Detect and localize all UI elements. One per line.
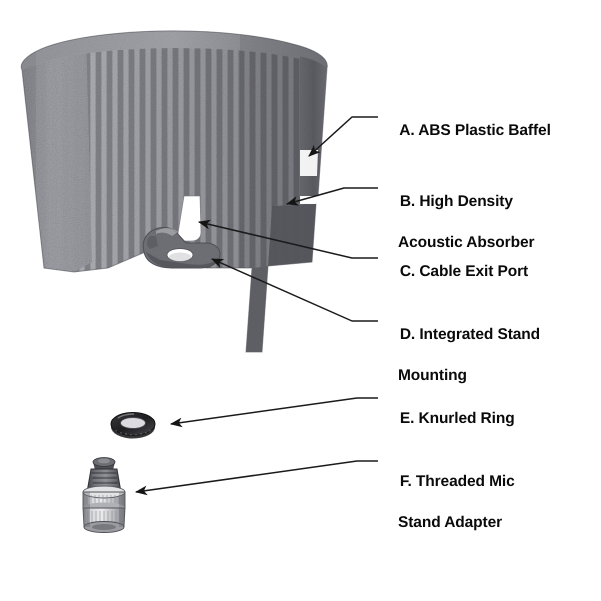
callout-label-d: D. Integrated Stand Mounting <box>383 305 540 428</box>
callout-a-line1: A. ABS Plastic Baffel <box>399 122 551 140</box>
callout-b-line1: B. High Density <box>399 193 513 211</box>
callout-d-line1: D. Integrated Stand <box>399 326 541 344</box>
leader-lines <box>134 116 378 496</box>
callout-label-f: F. Threaded Mic Stand Adapter <box>383 452 515 575</box>
callout-b-line2: Acoustic Absorber <box>398 234 535 252</box>
callout-label-a: A. ABS Plastic Baffel <box>383 101 551 162</box>
callout-label-e: E. Knurled Ring <box>383 389 515 450</box>
callout-c-line1: C. Cable Exit Port <box>399 263 529 281</box>
leader-line-b <box>285 187 378 206</box>
leader-line-e <box>169 397 378 428</box>
callout-f-line2: Stand Adapter <box>398 514 503 532</box>
callout-f-line1: F. Threaded Mic <box>399 473 515 491</box>
callout-label-b: B. High Density Acoustic Absorber <box>383 172 535 295</box>
leader-line-f <box>134 460 378 496</box>
threaded-mic-stand-adapter <box>82 457 126 533</box>
callout-e-line1: E. Knurled Ring <box>399 410 515 428</box>
acoustic-shield-body <box>20 30 328 353</box>
knurled-ring <box>110 412 156 439</box>
callout-label-c: C. Cable Exit Port <box>383 242 528 303</box>
leader-line-d <box>211 258 378 322</box>
callout-d-line2: Mounting <box>398 367 467 385</box>
leader-line-c <box>197 219 378 259</box>
leader-line-a <box>308 116 378 157</box>
